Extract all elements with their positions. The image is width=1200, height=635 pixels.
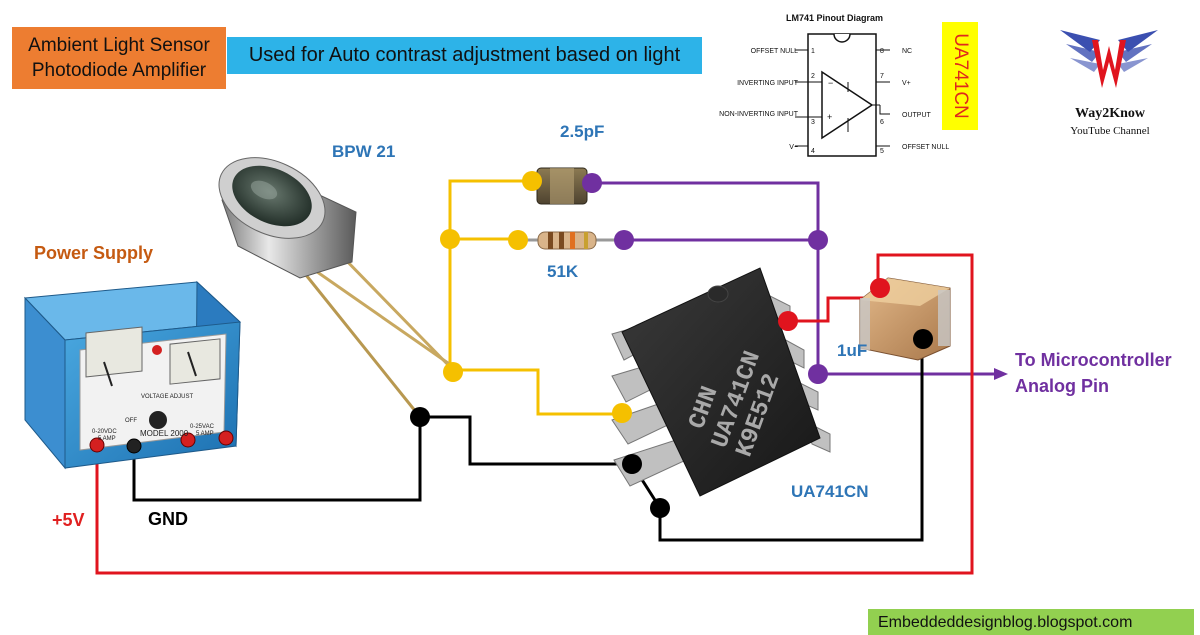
pin4-num: 4 [811, 148, 815, 155]
pin3-num: 3 [811, 119, 815, 126]
brand-tagline: YouTube Channel [1070, 125, 1149, 137]
title-line-1: Ambient Light Sensor [28, 35, 210, 56]
pin8-num: 8 [880, 48, 884, 55]
yellow-wires [448, 179, 622, 416]
label-gnd: GND [148, 509, 188, 529]
title-box: Ambient Light Sensor Photodiode Amplifie… [12, 27, 226, 89]
dot-chip-pin2 [612, 403, 632, 423]
ps-left-range: 0-20VDC [92, 429, 117, 435]
pin7-num: 7 [880, 73, 884, 80]
pinout-minus: − [828, 78, 833, 88]
label-photodiode: BPW 21 [332, 142, 396, 161]
ps-voltage-adjust: VOLTAGE ADJUST [141, 394, 193, 400]
dot-chip-pin3 [622, 454, 642, 474]
dot-resistor-left [508, 230, 528, 250]
ps-model: MODEL 2000 [140, 429, 189, 438]
subtitle-box: Used for Auto contrast adjustment based … [227, 37, 702, 74]
ps-right-amp: 5 AMP [196, 431, 214, 437]
label-resistor-51k: 51K [547, 262, 579, 281]
label-capacitor-2-5pf: 2.5pF [560, 122, 605, 141]
pin5-label: OFFSET NULL [902, 144, 949, 151]
dot-junction-upper [440, 229, 460, 249]
photodiode-bpw21 [218, 157, 459, 418]
ps-left-amp: 5 AMP [98, 436, 116, 442]
dot-chip-output [808, 364, 828, 384]
pin2-label: INVERTING INPUT [737, 80, 799, 87]
label-plus5v: +5V [52, 510, 85, 530]
pin1-num: 1 [811, 48, 815, 55]
footer-box: Embeddeddesignblog.blogspot.com [868, 609, 1194, 635]
pin4-label: V− [789, 144, 798, 151]
dot-cap-1uf-top [870, 278, 890, 298]
label-output-line1: To Microcontroller [1015, 350, 1172, 370]
power-supply: VOLTAGE ADJUST OFF 0-20VDC 0-25VAC 5 AMP… [23, 280, 242, 470]
capacitor-2-5pf [536, 167, 588, 205]
label-output-line2: Analog Pin [1015, 376, 1109, 396]
label-power-supply: Power Supply [34, 243, 154, 263]
purple-wires [592, 181, 998, 376]
lm741-pinout: LM741 Pinout Diagram − + OFFSET NULL 1 I… [719, 13, 949, 157]
footer-text: Embeddeddesignblog.blogspot.com [878, 614, 1133, 631]
output-arrow-head [994, 368, 1008, 380]
ps-off: OFF [125, 418, 137, 424]
pin6-label: OUTPUT [902, 112, 932, 119]
pin7-label: V+ [902, 80, 911, 87]
dot-chip-pin4 [650, 498, 670, 518]
pinout-plus: + [827, 112, 832, 122]
way2know-logo: Way2Know YouTube Channel [1060, 30, 1158, 137]
dot-resistor-right [614, 230, 634, 250]
resistor-51k [520, 231, 622, 250]
ps-right-range: 0-25VAC [190, 424, 215, 430]
dot-chip-vplus [778, 311, 798, 331]
ua741-badge: UA741CN [942, 22, 978, 130]
connection-dots [410, 171, 933, 518]
pinout-title: LM741 Pinout Diagram [786, 13, 883, 23]
label-opamp: UA741CN [791, 482, 869, 501]
dot-cap-left [522, 171, 542, 191]
pin8-label: NC [902, 48, 912, 55]
pin6-num: 6 [880, 119, 884, 126]
red-wires [95, 253, 974, 575]
label-capacitor-1uf: 1uF [837, 341, 868, 360]
pin1-label: OFFSET NULL [751, 48, 798, 55]
dot-feedback-right [808, 230, 828, 250]
pin3-label: NON-INVERTING INPUT [719, 111, 799, 118]
dot-junction-lower [443, 362, 463, 382]
pin5-num: 5 [880, 148, 884, 155]
title-line-2: Photodiode Amplifier [31, 60, 207, 81]
dot-photodiode-cathode [410, 407, 430, 427]
opamp-chip: CHN UA741CN K9E512 [611, 267, 831, 497]
dot-cap-right [582, 173, 602, 193]
dot-cap-1uf-bottom [913, 329, 933, 349]
brand-name: Way2Know [1075, 106, 1146, 121]
pin2-num: 2 [811, 73, 815, 80]
